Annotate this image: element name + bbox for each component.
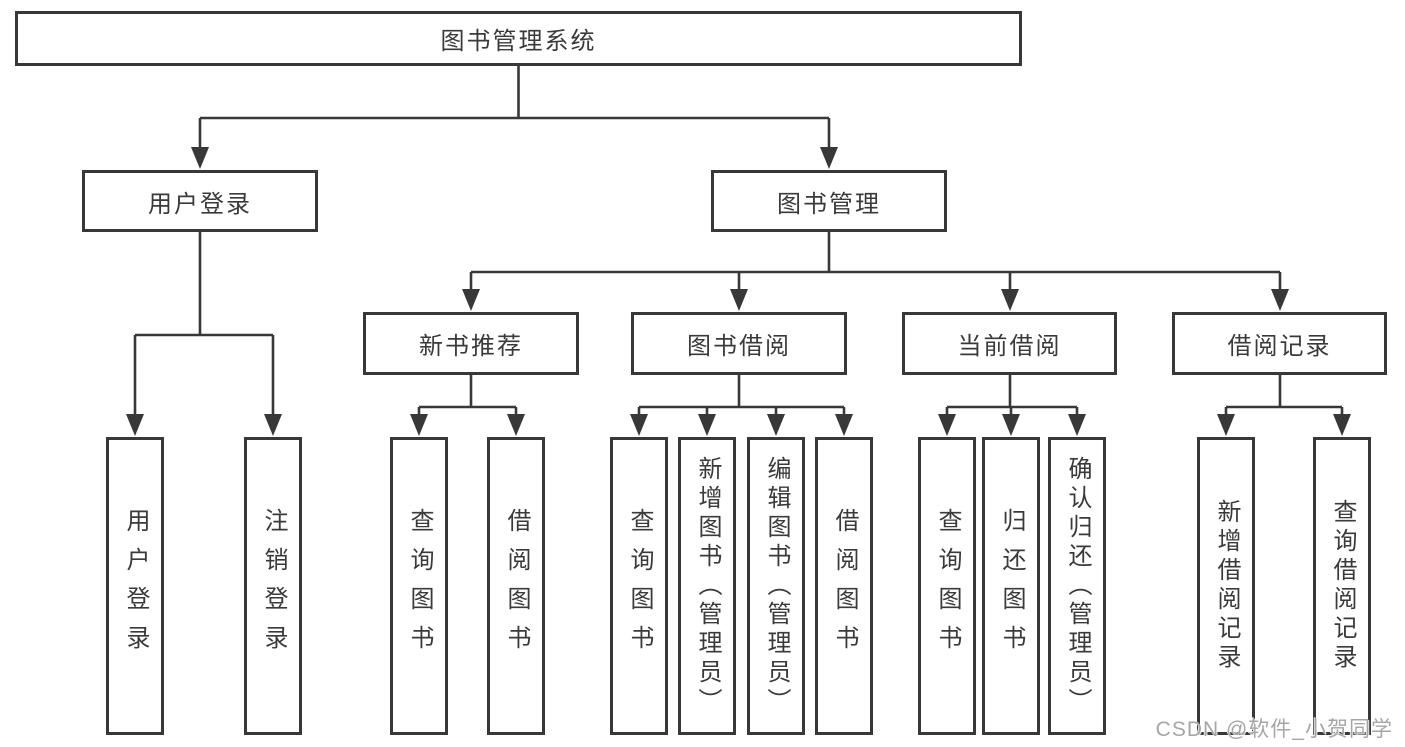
node-label: 查询借阅记录 [1329,499,1356,673]
node-label: 用户登录 [122,508,149,664]
leaf-add-borrow-record: 新增借阅记录 [1197,437,1255,735]
node-label: 图书管理系统 [440,28,597,55]
leaf-query-borrow-record: 查询借阅记录 [1313,437,1371,735]
node-label: 用户登录 [148,190,252,218]
node-label: 借阅图书 [831,508,858,664]
node-label: 借阅记录 [1227,333,1332,360]
node-current-borrowing: 当前借阅 [902,312,1117,375]
node-label: 编辑图书（管理员） [763,455,790,717]
node-user-login: 用户登录 [82,170,318,232]
leaf-add-book-admin: 新增图书（管理员） [678,437,736,735]
leaf-confirm-return-admin: 确认归还（管理员） [1048,437,1106,735]
leaf-borrow-books-recommend: 借阅图书 [487,437,545,735]
node-library-system: 图书管理系统 [15,11,1022,66]
node-label: 查询图书 [626,508,653,664]
leaf-user-login: 用户登录 [106,437,164,735]
node-new-book-recommend: 新书推荐 [363,312,579,375]
leaf-borrow-books: 借阅图书 [815,437,873,735]
node-label: 图书借阅 [687,333,791,360]
leaf-query-books-borrowing: 查询图书 [610,437,668,735]
node-borrowing-records: 借阅记录 [1172,312,1387,375]
leaf-return-books: 归还图书 [982,437,1040,735]
node-label: 新书推荐 [419,333,523,360]
node-label: 归还图书 [998,508,1025,664]
node-label: 新增借阅记录 [1213,499,1240,673]
leaf-query-books-current: 查询图书 [918,437,976,735]
node-book-borrowing: 图书借阅 [631,312,847,375]
node-label: 当前借阅 [957,333,1062,360]
node-label: 注销登录 [260,508,287,664]
node-label: 借阅图书 [503,508,530,664]
leaf-query-books-recommend: 查询图书 [390,437,448,735]
node-label: 图书管理 [777,190,881,218]
node-label: 查询图书 [934,508,961,664]
node-label: 确认归还（管理员） [1064,455,1091,717]
leaf-edit-book-admin: 编辑图书（管理员） [747,437,805,735]
node-label: 新增图书（管理员） [694,455,721,717]
leaf-logout: 注销登录 [244,437,302,735]
node-book-management: 图书管理 [711,170,947,232]
node-label: 查询图书 [406,508,433,664]
